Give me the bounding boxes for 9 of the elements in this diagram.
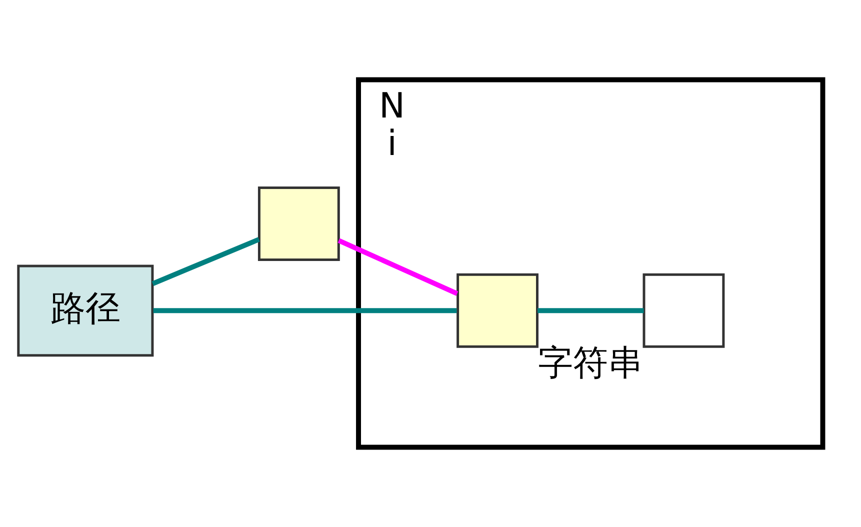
connector — [153, 308, 457, 314]
connector — [152, 237, 260, 286]
node-box — [642, 273, 725, 348]
node-box — [258, 186, 340, 262]
node-box: 路径 — [17, 264, 154, 357]
node-label: 字符串 — [538, 343, 644, 384]
node-box — [456, 273, 538, 348]
connector — [538, 308, 644, 314]
connector — [338, 238, 458, 296]
